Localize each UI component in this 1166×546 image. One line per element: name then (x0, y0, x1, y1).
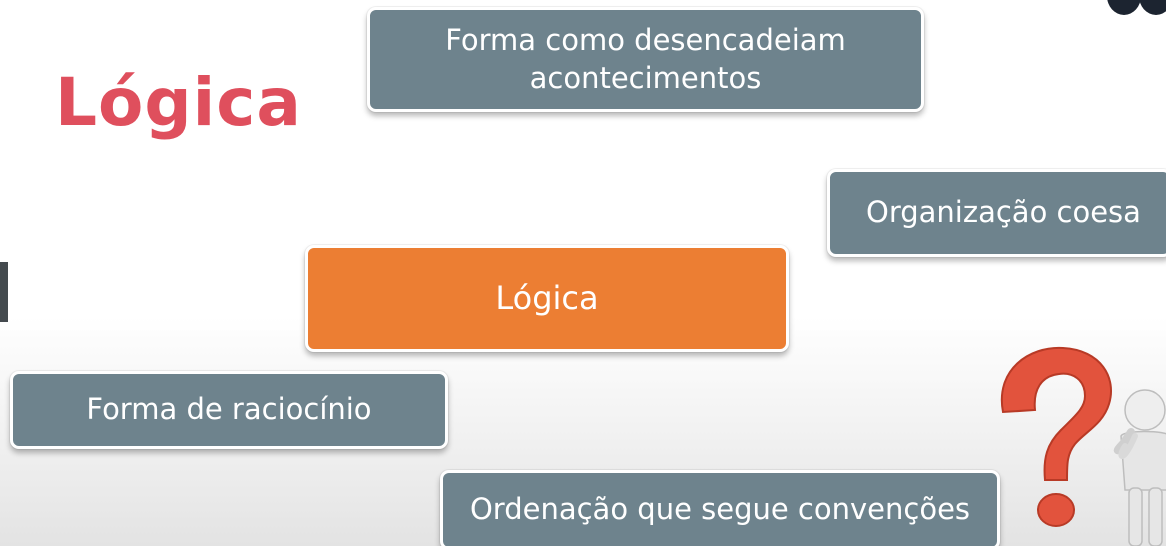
concept-box-organizacao: Organização coesa (827, 169, 1166, 257)
concept-box-raciocinio: Forma de raciocínio (10, 371, 448, 449)
central-concept-box: Lógica (305, 245, 789, 352)
central-concept-label: Lógica (495, 278, 599, 317)
concept-label: Organização coesa (866, 195, 1141, 230)
page-title: Lógica (55, 64, 302, 141)
question-mark-thinking-person-icon (1000, 346, 1166, 546)
concept-label: Forma como desencadeiam acontecimentos (445, 22, 846, 95)
logo-fragment-icon (1107, 0, 1166, 15)
concept-label: Forma de raciocínio (86, 392, 372, 427)
concept-box-convencoes: Ordenação que segue convenções (440, 470, 1000, 546)
concept-label: Ordenação que segue convenções (469, 492, 971, 527)
concept-box-acontecimentos: Forma como desencadeiam acontecimentos (367, 7, 924, 112)
edge-divider (0, 262, 8, 322)
